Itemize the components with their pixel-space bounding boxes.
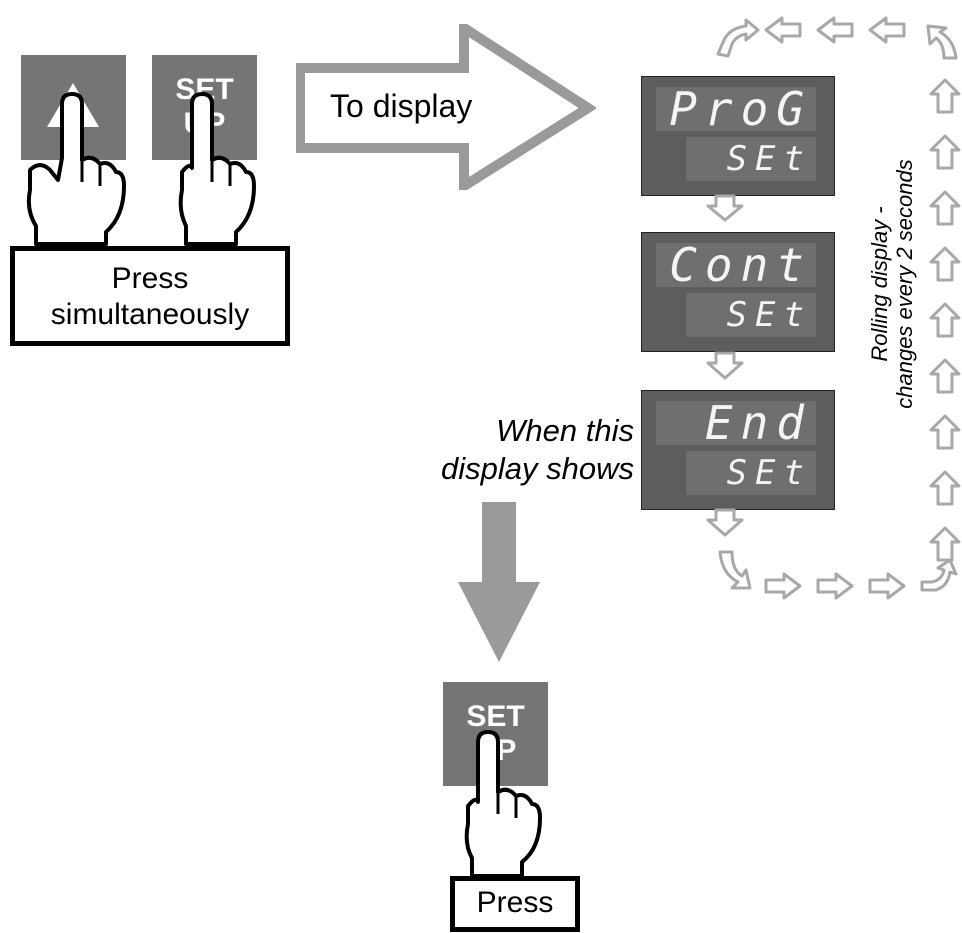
down-arrow-icons: [706, 194, 744, 537]
right-hand-icon: [178, 92, 256, 246]
left-hand-icon: [26, 92, 126, 246]
display-top-readout: ProG: [656, 86, 816, 132]
display-bottom-readout: SEt: [686, 137, 816, 181]
to-display-arrow: [296, 24, 596, 190]
solid-down-arrow: [458, 502, 540, 662]
display-unit-end: End SEt: [641, 390, 835, 510]
when-this-display-shows-label: When this display shows: [441, 413, 634, 486]
rolling-loop-arrows: [716, 16, 961, 600]
setup-key-line1: SET: [466, 700, 525, 733]
display-top-readout: End: [656, 400, 816, 446]
press-label: Press: [450, 876, 580, 932]
pointing-hand-icon: [464, 730, 542, 878]
display-bottom-readout: SEt: [686, 293, 816, 337]
bottom-hand-illustration: [464, 730, 542, 878]
to-display-label: To display: [330, 88, 473, 124]
display-bottom-readout: SEt: [686, 451, 816, 495]
rolling-display-label: Rolling display - changes every 2 second…: [867, 159, 917, 409]
press-simultaneously-label: Press simultaneously: [10, 246, 290, 346]
display-unit-prog: ProG SEt: [641, 76, 835, 196]
display-top-readout: Cont: [656, 242, 816, 288]
hands-press-illustration: [26, 92, 256, 246]
display-unit-cont: Cont SEt: [641, 232, 835, 352]
